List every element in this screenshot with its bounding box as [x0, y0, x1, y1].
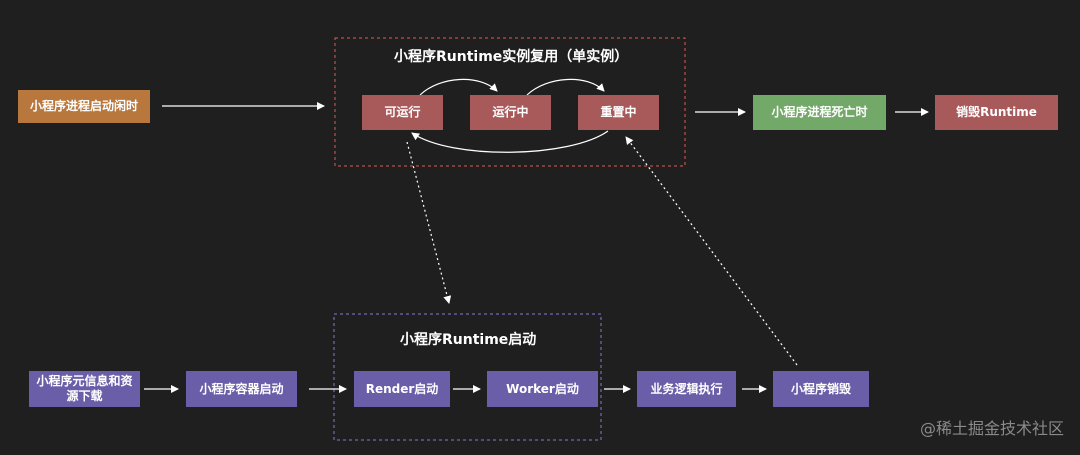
bottom-group-title: 小程序Runtime启动: [400, 332, 537, 348]
node-download: 小程序元信息和资源下载: [29, 371, 140, 407]
node-running: 运行中: [470, 95, 551, 130]
watermark: @稀土掘金技术社区: [919, 419, 1064, 438]
bottom-group-box: [333, 313, 602, 441]
arrow-running-to-resetting: [526, 78, 605, 96]
arrow-resetting-to-available: [411, 130, 609, 153]
node-available: 可运行: [362, 95, 443, 130]
top-group-box: [334, 37, 686, 167]
node-resetting: 重置中: [578, 95, 659, 130]
node-mp-destroy: 小程序销毁: [773, 371, 869, 407]
node-idle: 小程序进程启动闲时: [18, 90, 150, 123]
node-render-start: Render启动: [354, 371, 450, 407]
arrow-destroy-to-resetting: [625, 136, 798, 366]
node-destroy-runtime: 销毁Runtime: [935, 95, 1058, 130]
arrow-available-to-running: [419, 78, 498, 96]
node-business-logic: 业务逻辑执行: [637, 371, 736, 407]
top-group-title: 小程序Runtime实例复用（单实例）: [394, 49, 629, 65]
node-process-dead: 小程序进程死亡时: [753, 95, 886, 130]
node-container-start: 小程序容器启动: [186, 371, 297, 407]
node-worker-start: Worker启动: [487, 371, 598, 407]
